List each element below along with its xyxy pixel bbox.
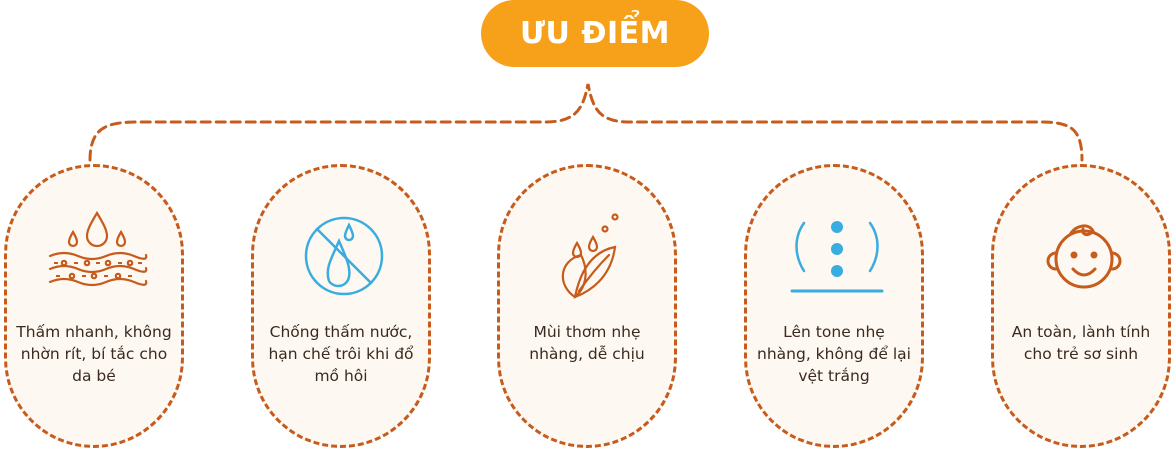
feature-card-absorb: Thấm nhanh, không nhờn rít, bí tắc cho d…	[4, 164, 184, 448]
baby-face-icon	[1046, 224, 1122, 289]
feature-card-tone: Lên tone nhẹ nhàng, không để lại vệt trắ…	[744, 164, 924, 448]
feature-text: Lên tone nhẹ nhàng, không để lại vệt trắ…	[757, 323, 911, 385]
page-title: ƯU ĐIỂM	[481, 0, 709, 67]
no-water-icon	[304, 216, 384, 296]
skin-tone-icon	[790, 221, 884, 293]
feature-text: Chống thấm nước, hạn chế trôi khi đổ mồ …	[268, 323, 414, 385]
feature-card-safe: An toàn, lành tính cho trẻ sơ sinh	[991, 164, 1171, 448]
feature-text: An toàn, lành tính cho trẻ sơ sinh	[1011, 323, 1151, 363]
feature-card-waterproof: Chống thấm nước, hạn chế trôi khi đổ mồ …	[251, 164, 431, 448]
feature-card-scent: Mùi thơm nhẹ nhàng, dễ chịu	[497, 164, 677, 448]
leaf-drops-icon	[561, 213, 619, 299]
absorb-skin-icon	[48, 211, 148, 287]
feature-text: Mùi thơm nhẹ nhàng, dễ chịu	[529, 323, 645, 363]
feature-text: Thấm nhanh, không nhờn rít, bí tắc cho d…	[16, 323, 172, 385]
